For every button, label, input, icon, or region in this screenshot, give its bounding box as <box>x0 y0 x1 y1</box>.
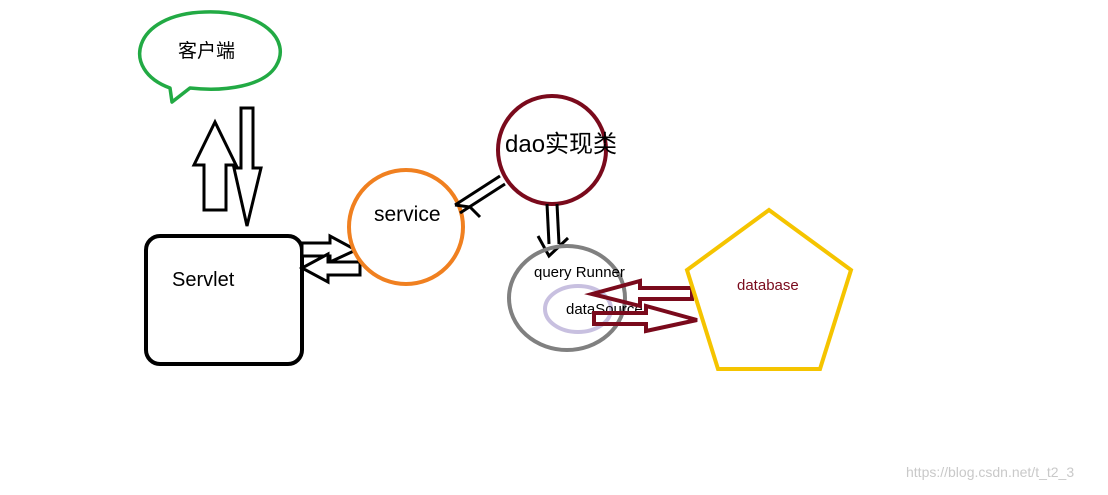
service-label: service <box>374 203 441 226</box>
arrow-service-to-servlet <box>298 251 362 285</box>
database-node: database <box>684 207 854 371</box>
arrow-database-to-datasource <box>584 278 694 309</box>
dao-circle <box>496 94 608 206</box>
arrow-dao-to-query-runner <box>536 203 570 259</box>
dao-node: dao实现类 <box>496 94 617 206</box>
servlet-node: Servlet <box>144 234 304 366</box>
arrow-client-to-servlet <box>232 106 263 227</box>
dao-label: dao实现类 <box>505 131 617 158</box>
client-label: 客户端 <box>178 40 235 62</box>
servlet-label: Servlet <box>172 269 235 291</box>
query-runner-label: query Runner <box>534 264 625 281</box>
arrow-servlet-to-service <box>300 233 360 265</box>
service-node: service <box>347 168 465 286</box>
query-runner-circle <box>507 244 627 352</box>
query-runner-node: query Runner <box>507 244 627 352</box>
arrow-datasource-to-database <box>592 303 698 334</box>
watermark-text: https://blog.csdn.net/t_t2_3 <box>906 464 1074 480</box>
data-source-ellipse <box>543 284 613 334</box>
database-label: database <box>737 277 799 294</box>
client-bubble <box>138 10 282 104</box>
arrow-servlet-to-client <box>191 118 239 212</box>
client-node: 客户端 <box>138 10 282 104</box>
servlet-box <box>144 234 304 366</box>
arrow-service-dao <box>454 174 506 219</box>
service-circle <box>347 168 465 286</box>
database-pentagon <box>684 207 854 371</box>
